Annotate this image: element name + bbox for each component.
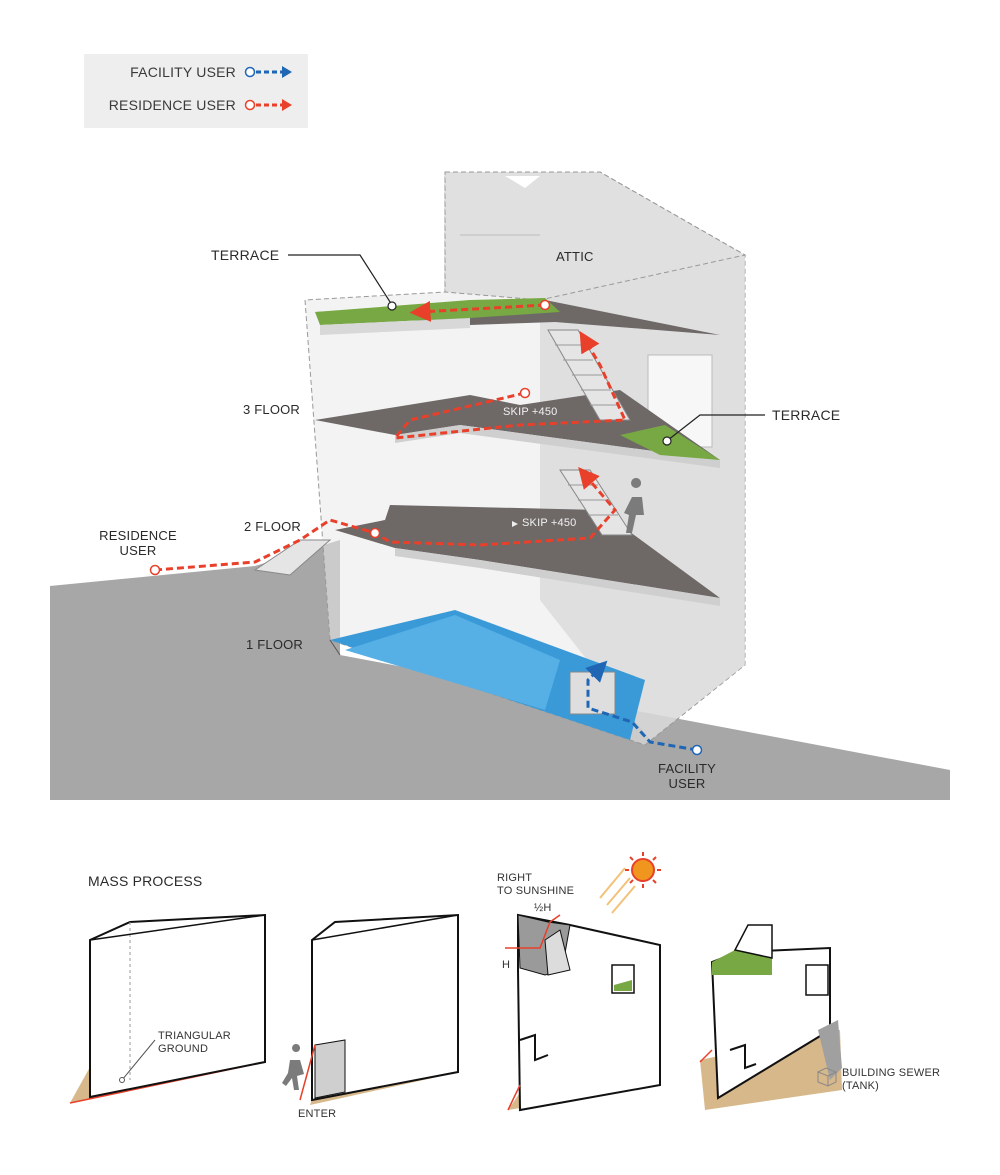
floor1-water-area (329, 610, 645, 740)
label-floor3: 3 FLOOR (243, 402, 301, 417)
label-enter: ENTER (298, 1108, 337, 1120)
label-floor2: 2 FLOOR (244, 519, 302, 534)
label-half-h: ½H (534, 902, 552, 914)
label-h: H (502, 959, 511, 971)
sewer-tank-icon (816, 1067, 838, 1087)
label-terrace-top: TERRACE (211, 247, 280, 263)
legend-residence: RESIDENCE USER (109, 95, 294, 115)
mass-model-2 (282, 913, 460, 1105)
label-right-to-sunshine: RIGHT TO SUNSHINE (497, 872, 575, 897)
terrace-side-leader (667, 414, 765, 441)
legend-facility-label: FACILITY USER (130, 64, 236, 80)
person-silhouette-icon (624, 478, 644, 533)
legend: FACILITY USER RESIDENCE USER (84, 54, 308, 128)
facility-user-path (585, 660, 698, 752)
label-skip-upper: SKIP +450 (503, 406, 558, 418)
label-triangular-ground: TRIANGULAR GROUND (158, 1030, 231, 1055)
ground-terrain (50, 540, 950, 800)
terrace-top-leader (288, 254, 393, 306)
label-facility-user: FACILITY USER (658, 761, 716, 791)
legend-facility: FACILITY USER (130, 62, 294, 82)
label-terrace-side: TERRACE (772, 407, 841, 423)
person-entering-icon (282, 1044, 304, 1090)
label-floor1: 1 FLOOR (246, 637, 304, 652)
residence-user-path (154, 467, 617, 572)
mass-model-4 (699, 924, 842, 1110)
sun-icon (599, 852, 661, 914)
label-skip-lower: SKIP +450 (522, 517, 577, 529)
label-residence-user: RESIDENCE USER (99, 528, 177, 558)
legend-residence-label: RESIDENCE USER (108, 97, 236, 113)
legend-facility-arrow-icon (244, 66, 292, 78)
mass-model-3 (505, 913, 661, 1112)
label-building-sewer: BUILDING SEWER (TANK) (842, 1067, 941, 1092)
mass-process-title: MASS PROCESS (88, 873, 203, 889)
label-attic: ATTIC (556, 249, 594, 264)
skip-marker-icon (512, 521, 518, 527)
mass-model-1 (69, 913, 266, 1104)
legend-residence-arrow-icon (244, 99, 292, 111)
